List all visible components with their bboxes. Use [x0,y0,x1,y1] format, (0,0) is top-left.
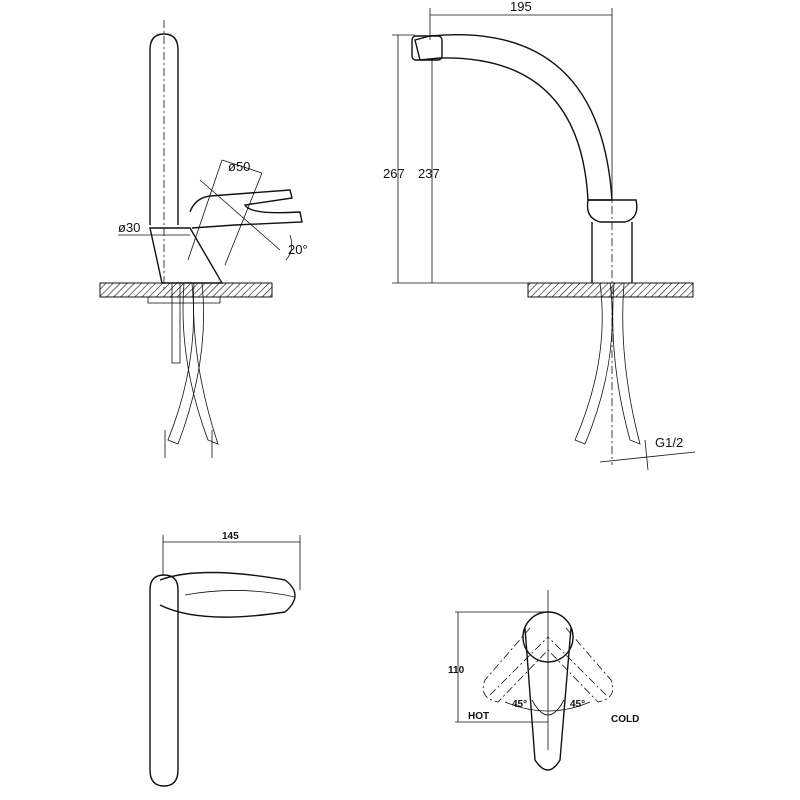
spout-tube [149,33,179,225]
body [586,199,638,283]
handle-view: 45° 45° HOT COLD 110 [448,590,639,771]
lever [189,189,303,229]
side-view: ø50 ø30 20° [99,20,308,458]
lever-diameter-label: ø50 [228,159,250,174]
spout-top [149,574,179,787]
hot-label: HOT [468,711,489,722]
hot-angle-label: 45° [512,699,527,710]
mounting-plate [147,296,221,304]
spout-height-label: 237 [418,166,440,181]
cold-angle-label: 45° [570,699,585,710]
thread-label: G1/2 [655,435,683,450]
body [149,227,224,284]
spout-diameter-label: ø30 [118,220,140,235]
width-label: 195 [510,0,532,14]
hose [167,282,204,445]
total-height-label: 267 [383,166,405,181]
top-view: 145 [149,531,301,787]
lever-angle-label: 20° [288,242,308,257]
lever-top [159,571,296,618]
hose [612,282,641,445]
countertop [99,282,273,298]
hose [574,282,613,445]
spout-arc [414,34,613,201]
height-label: 110 [448,665,465,676]
front-view: 195 267 237 G1/2 [383,0,696,471]
cold-label: COLD [611,714,639,725]
hose [182,282,219,445]
length-label: 145 [222,531,239,542]
